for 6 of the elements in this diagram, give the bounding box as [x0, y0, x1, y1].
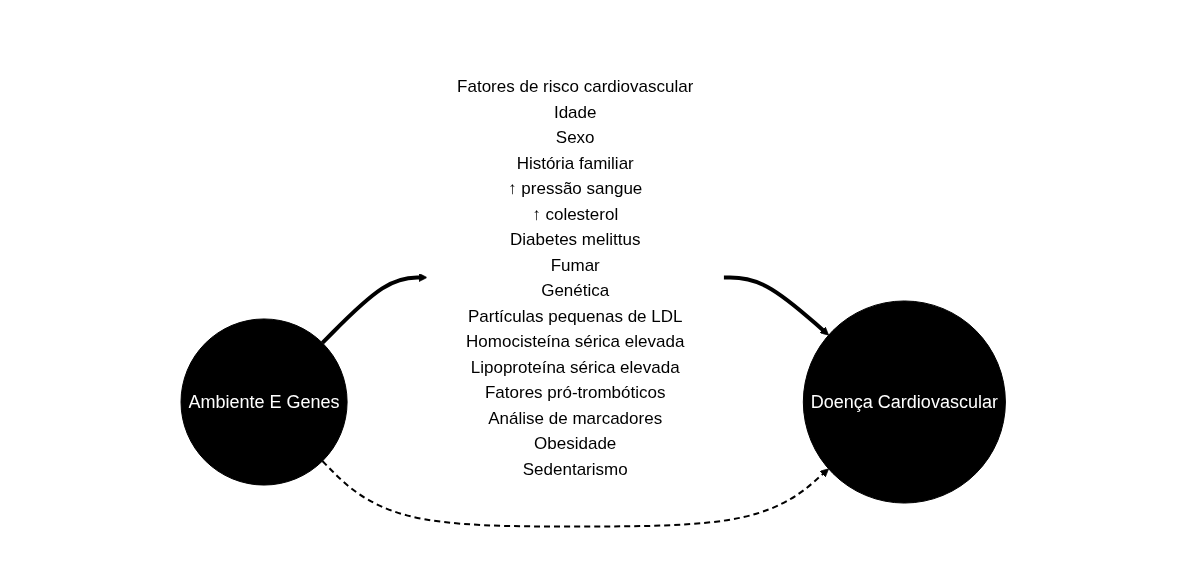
arrow: [723, 275, 830, 336]
arrow: [321, 460, 830, 528]
node-circle: Doença Cardiovascular: [803, 300, 1007, 504]
arrow: [321, 273, 428, 345]
node-text: Fatores de risco cardiovascular Idade Sexo História familiar ↑ pressão sangue ↑ colesterol Diabetes melittus Fumar Genética Partículas pequenas de LDL Homocisteína sérica elevada Lipoproteína sérica elevada Fatores pró-trombóticos Análise de marcadores Obesidade Sedentarismo: [457, 76, 694, 478]
node-circle: Ambiente E Genes: [180, 318, 348, 486]
